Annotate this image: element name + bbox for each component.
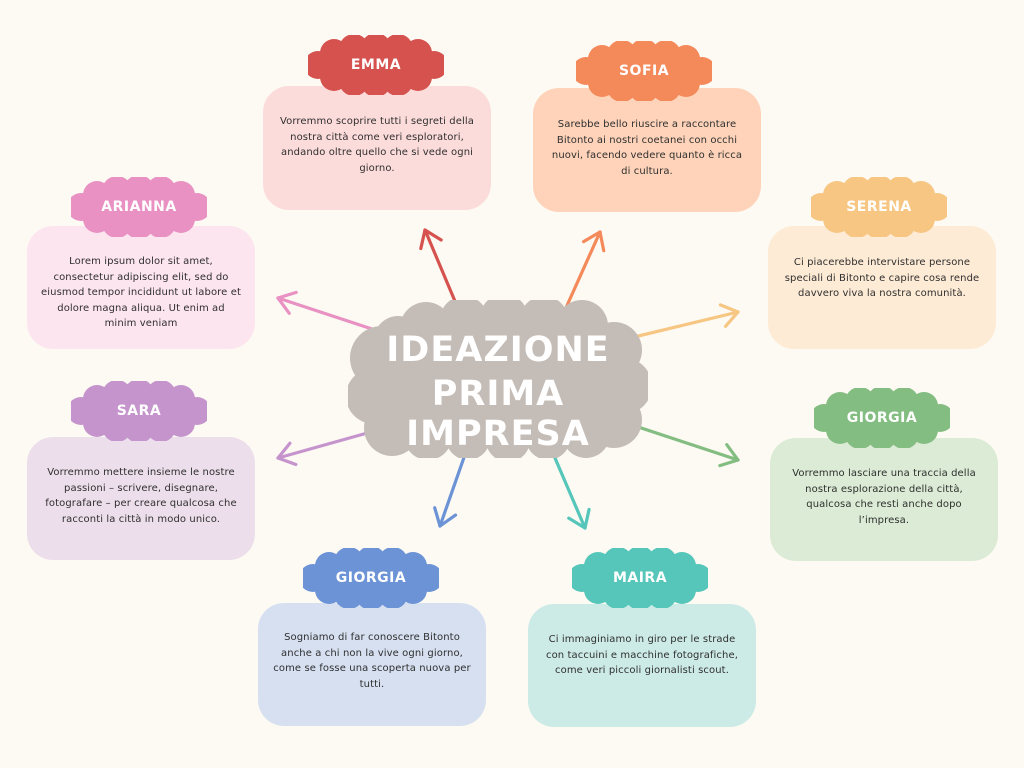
connector-arrow [276, 428, 380, 467]
card-box: Ci immaginiamo in giro per le strade con… [528, 604, 756, 727]
connector-arrow [563, 230, 606, 312]
name-label: SARA [116, 403, 162, 419]
card-giorgia-bottom: Sogniamo di far conoscere Bitonto anche … [258, 548, 486, 727]
connector-arrow [419, 228, 459, 308]
card-sofia: Sarebbe bello riuscire a raccontare Bito… [533, 41, 761, 213]
card-text: Ci immaginiamo in giro per le strade con… [545, 634, 738, 676]
card-box: Sogniamo di far conoscere Bitonto anche … [258, 603, 486, 726]
connector-arrow [628, 303, 740, 340]
card-serena: Ci piacerebbe intervistare persone speci… [768, 177, 996, 350]
card-giorgia-right: Vorremmo lasciare una traccia della nost… [770, 388, 998, 562]
card-text: Lorem ipsum dolor sit amet, consectetur … [41, 256, 241, 329]
name-label: EMMA [350, 57, 402, 73]
card-box: Vorremmo lasciare una traccia della nost… [770, 438, 998, 561]
card-emma: Vorremmo scoprire tutti i segreti della … [263, 35, 491, 211]
card-text: Sarebbe bello riuscire a raccontare Bito… [551, 119, 743, 177]
name-cloud: SARA [71, 381, 207, 441]
card-arianna: Lorem ipsum dolor sit amet, consectetur … [27, 177, 255, 350]
card-text: Vorremmo scoprire tutti i segreti della … [280, 116, 474, 174]
connector-arrow [553, 456, 591, 530]
card-box: Vorremmo scoprire tutti i segreti della … [263, 86, 491, 210]
card-box: Sarebbe bello riuscire a raccontare Bito… [533, 88, 761, 212]
name-cloud: SOFIA [576, 41, 712, 101]
name-label: GIORGIA [335, 570, 407, 586]
name-label: ARIANNA [101, 199, 177, 215]
central-cloud-shape [348, 300, 648, 458]
card-sara: Vorremmo mettere insieme le nostre passi… [27, 381, 255, 561]
card-box: Vorremmo mettere insieme le nostre passi… [27, 437, 255, 560]
name-label: SERENA [846, 199, 912, 215]
name-label: SOFIA [618, 63, 670, 79]
central-topic: IDEAZIONE PRIMA IMPRESA [348, 300, 648, 458]
card-box: Lorem ipsum dolor sit amet, consectetur … [27, 226, 255, 349]
card-box: Ci piacerebbe intervistare persone speci… [768, 226, 996, 349]
name-label: GIORGIA [846, 410, 918, 426]
name-label: MAIRA [612, 570, 668, 586]
central-title-line2: PRIMA IMPRESA [406, 374, 590, 454]
name-cloud: GIORGIA [303, 548, 439, 608]
card-text: Vorremmo mettere insieme le nostre passi… [45, 467, 237, 525]
card-text: Ci piacerebbe intervistare persone speci… [784, 257, 980, 299]
name-cloud: SERENA [811, 177, 947, 237]
central-title-line1: IDEAZIONE [386, 330, 610, 370]
name-cloud: GIORGIA [814, 388, 950, 448]
connector-arrow [276, 290, 377, 332]
name-cloud: EMMA [308, 35, 444, 95]
card-text: Sogniamo di far conoscere Bitonto anche … [273, 632, 471, 690]
connector-arrow [433, 444, 470, 528]
card-text: Vorremmo lasciare una traccia della nost… [792, 468, 976, 526]
connector-arrow [630, 423, 740, 468]
name-cloud: MAIRA [572, 548, 708, 608]
name-cloud: ARIANNA [71, 177, 207, 237]
card-maira: Ci immaginiamo in giro per le strade con… [528, 548, 756, 728]
